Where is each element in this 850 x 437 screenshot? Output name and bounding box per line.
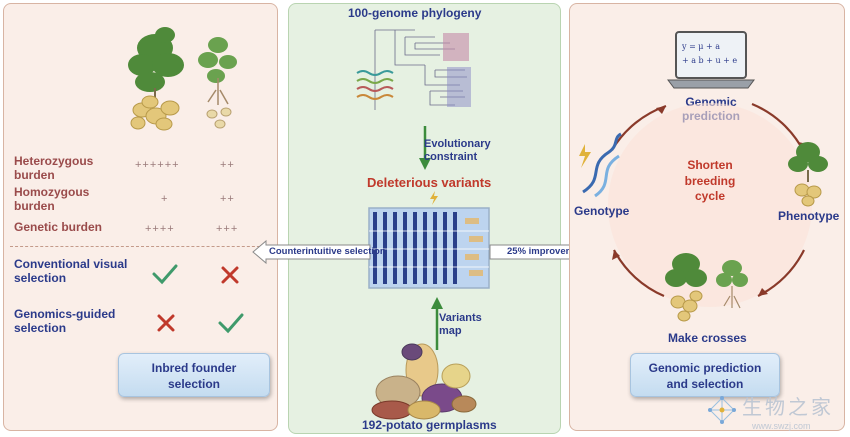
- check-icon: [218, 313, 244, 334]
- formula-line-2: + a b + u + e: [682, 56, 738, 65]
- burden-value-homozygous-b: ++: [220, 193, 235, 205]
- inbred-plant-illustration: [128, 27, 237, 131]
- genotype-label: Genotype: [574, 204, 630, 218]
- burden-value-homozygous-a: +: [161, 193, 169, 205]
- variants-map-label: Variants map: [439, 312, 482, 337]
- selection-label-genomics: Genomics-guided selection: [14, 307, 116, 335]
- divider: [10, 246, 270, 247]
- make-crosses-plants-illustration: [665, 253, 748, 322]
- phenotype-plant-illustration: [788, 142, 828, 207]
- burden-value-heterozygous-b: ++: [220, 159, 235, 171]
- watermark-url: www.swzj.com: [752, 421, 811, 431]
- formula-line-1: y = μ + a: [682, 42, 721, 51]
- dna-icon: [579, 132, 622, 198]
- burden-label-homozygous: Homozygous burden: [14, 185, 90, 213]
- lightning-icon: [430, 191, 438, 205]
- arrow-up-variants-map: [431, 297, 443, 350]
- laptop-icon: [667, 31, 755, 89]
- arrow-down-evolutionary: [419, 126, 431, 170]
- cross-icon: [157, 314, 175, 332]
- watermark-logo-icon: [708, 396, 736, 424]
- watermark-text: 生物之家: [742, 395, 834, 419]
- burden-label-heterozygous: Heterozygous burden: [14, 154, 94, 182]
- burden-value-genetic-a: ++++: [145, 223, 175, 235]
- phenotype-label: Phenotype: [778, 209, 840, 223]
- check-icon: [152, 264, 178, 285]
- germplasms-label: 192-potato germplasms: [362, 418, 497, 432]
- inbred-founder-selection-button[interactable]: Inbred founder selection: [118, 353, 270, 397]
- evolutionary-constraint-label: Evolutionary constraint: [424, 138, 491, 163]
- make-crosses-label: Make crosses: [668, 331, 747, 345]
- phylogeny-title: 100-genome phylogeny: [348, 6, 482, 20]
- genomic-prediction-selection-button[interactable]: Genomic prediction and selection: [630, 353, 780, 397]
- sequence-alignment-illustration: [368, 207, 490, 289]
- phylogeny-tree-illustration: [356, 29, 471, 110]
- burden-value-genetic-b: +++: [216, 223, 239, 235]
- deleterious-variants-label: Deleterious variants: [367, 175, 492, 190]
- shorten-breeding-cycle-label: Shorten breeding cycle: [684, 158, 736, 204]
- improvement-label: 25% improvement: [507, 246, 589, 257]
- potato-germplasm-illustration: [371, 343, 477, 420]
- burden-value-heterozygous-a: ++++++: [135, 159, 180, 171]
- burden-label-genetic: Genetic burden: [14, 220, 103, 234]
- counterintuitive-selection-label: Counterintuitive selection: [269, 246, 386, 257]
- arrow-left-counterintuitive: [252, 239, 371, 265]
- cross-icon: [221, 266, 239, 284]
- selection-label-conventional: Conventional visual selection: [14, 257, 128, 285]
